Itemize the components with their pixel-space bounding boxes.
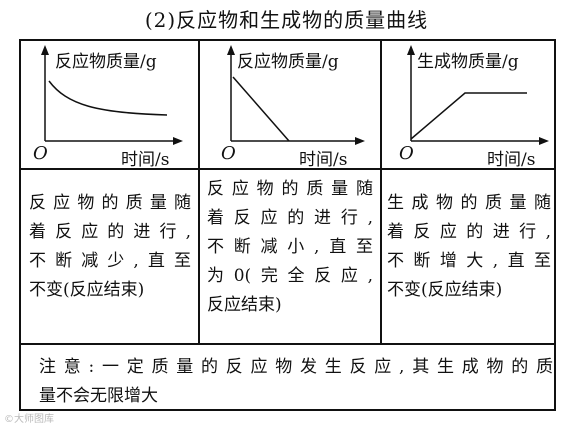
row-divider xyxy=(21,168,554,170)
description-line: 着反应的进行, xyxy=(29,222,191,242)
note-text: 注意:一定质量的反应物发生反应,其生成物的质 量不会无限增大 xyxy=(39,353,553,411)
description-line: 着反应的进行, xyxy=(207,208,373,228)
description-line: 不变(反应结束) xyxy=(387,280,503,300)
origin-label: O xyxy=(221,143,236,164)
description-reactant-to-zero: 反应物的质量随 着反应的进行, 不断减小,直至 为0(完全反应, 反应结束) xyxy=(207,175,373,320)
description-line: 反应物的质量随 xyxy=(207,179,373,199)
x-axis-label: 时间/s xyxy=(299,150,348,170)
graph-product-increasing: 生成物质量/g O 时间/s xyxy=(387,43,557,170)
graph-axes-curve xyxy=(41,45,183,145)
graph-axes-curve xyxy=(407,45,549,145)
origin-label: O xyxy=(399,143,414,164)
graph-reactant-to-zero: 反应物质量/g O 时间/s xyxy=(207,43,377,170)
watermark-logo: ©大师图库 xyxy=(4,414,54,425)
column-divider xyxy=(380,41,382,345)
description-line: 不变(反应结束) xyxy=(29,280,145,300)
x-axis-label: 时间/s xyxy=(121,150,170,170)
description-line: 反应结束) xyxy=(207,295,282,315)
y-axis-label: 反应物质量/g xyxy=(55,52,157,72)
x-axis-label: 时间/s xyxy=(487,150,536,170)
graph-axes-curve xyxy=(227,45,365,145)
description-product-increasing: 生成物的质量随 着反应的进行, 不断增大,直至 不变(反应结束) xyxy=(387,189,551,305)
mass-curve-table: 反应物质量/g O 时间/s 反应物质量/g O 时间/s 生成物质量/g O … xyxy=(19,39,556,411)
description-line: 不断增大,直至 xyxy=(387,251,551,271)
graph-reactant-decreasing: 反应物质量/g O 时间/s xyxy=(27,43,197,170)
row-divider xyxy=(21,343,554,345)
section-title: (2)反应物和生成物的质量曲线 xyxy=(144,8,429,32)
y-axis-label: 反应物质量/g xyxy=(237,52,339,72)
description-line: 生成物的质量随 xyxy=(387,193,551,213)
description-reactant-decreasing: 反应物的质量随 着反应的进行, 不断减少,直至 不变(反应结束) xyxy=(29,189,191,305)
note-line: 量不会无限增大 xyxy=(39,386,158,406)
description-line: 反应物的质量随 xyxy=(29,193,191,213)
note-line: 注意:一定质量的反应物发生反应,其生成物的质 xyxy=(39,357,553,377)
description-line: 不断减少,直至 xyxy=(29,251,191,271)
origin-label: O xyxy=(33,143,48,164)
description-line: 为0(完全反应, xyxy=(207,266,373,286)
description-line: 不断减小,直至 xyxy=(207,237,373,257)
description-line: 着反应的进行, xyxy=(387,222,551,242)
column-divider xyxy=(198,41,200,345)
y-axis-label: 生成物质量/g xyxy=(417,52,519,72)
